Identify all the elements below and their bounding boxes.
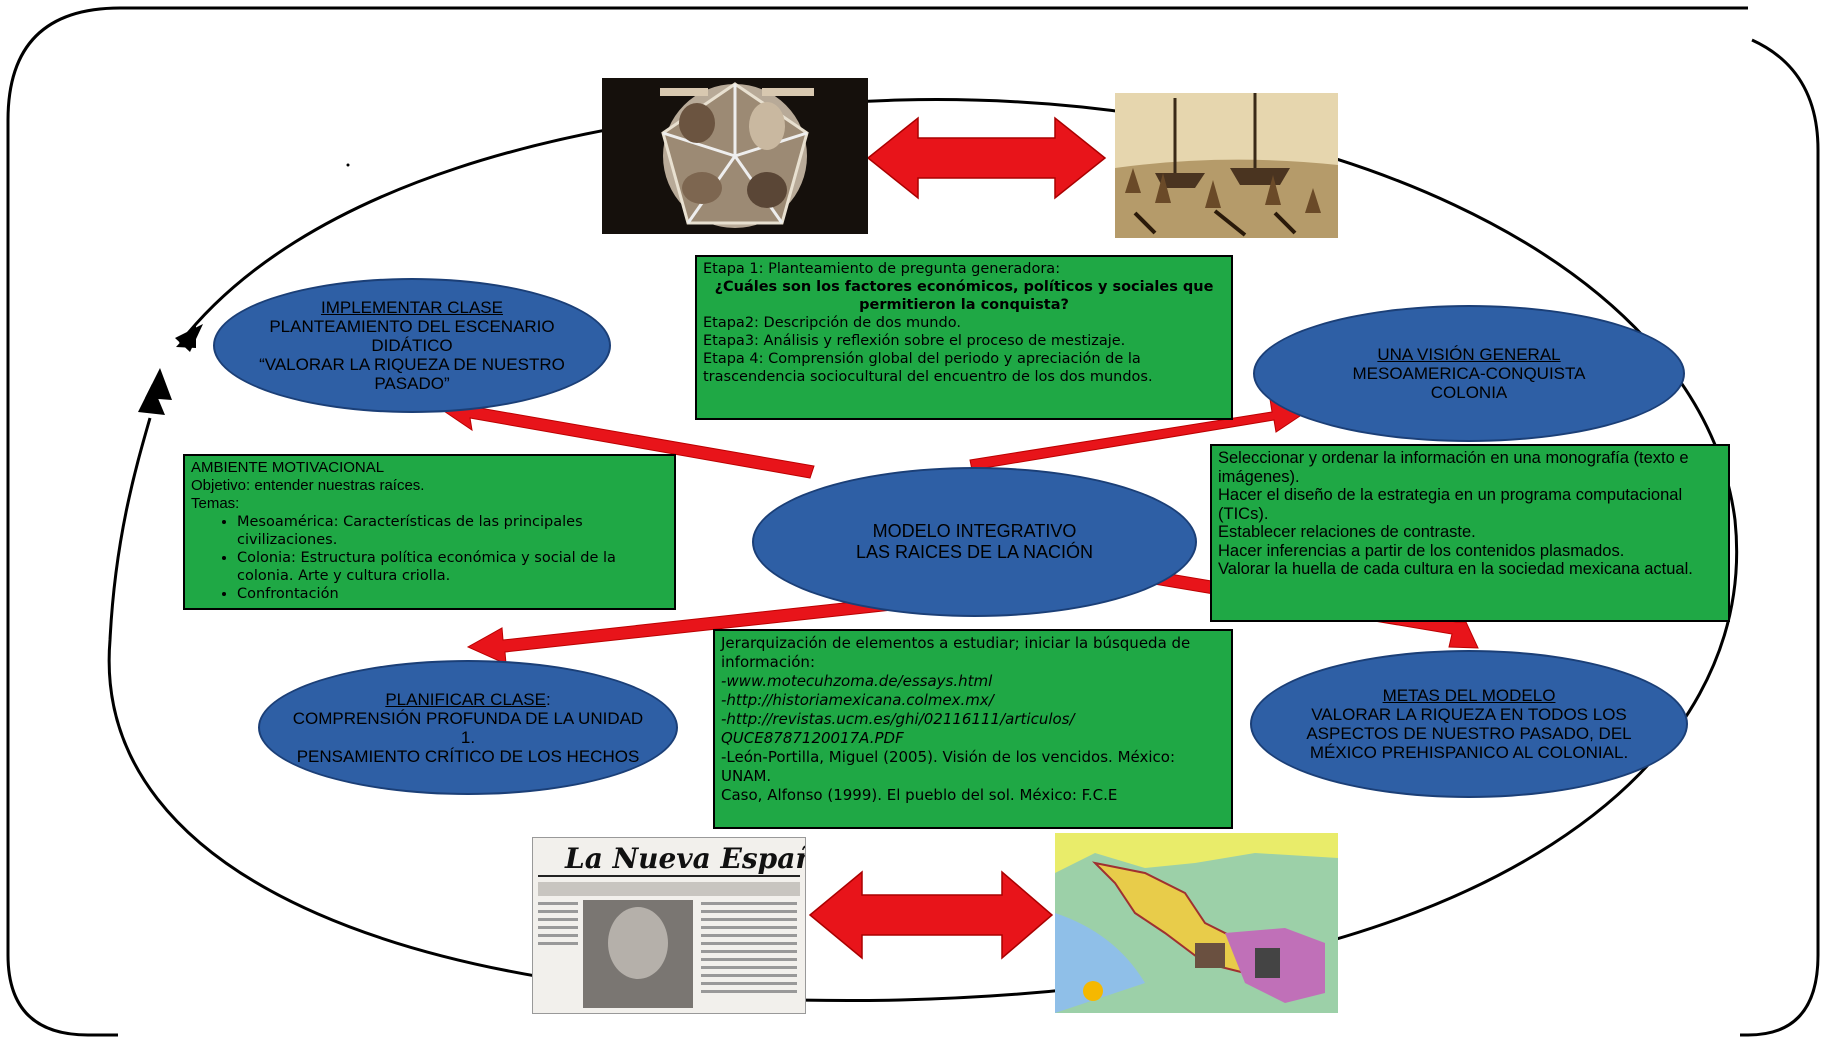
source-reference: -León-Portilla, Miguel (2005). Visión de… [721, 748, 1175, 785]
planificar-title-suffix: : [545, 689, 551, 709]
implementar-line1: PLANTEAMIENTO DEL ESCENARIO DIDÁTICO [269, 317, 555, 355]
vision-title: UNA VISIÓN GENERAL [1377, 345, 1561, 364]
modelo-integrativo-center-node: MODELO INTEGRATIVO LAS RAICES DE LA NACI… [752, 467, 1197, 617]
arrow-to-vision [969, 398, 1305, 471]
vision-line1: MESOAMERICA-CONQUISTA [1352, 364, 1586, 383]
seleccionar-line2: Hacer el diseño de la estrategia en un p… [1218, 486, 1683, 523]
vision-general-node: UNA VISIÓN GENERAL MESOAMERICA-CONQUISTA… [1253, 305, 1685, 442]
temas-list: Mesoamérica: Características de las prin… [191, 513, 668, 603]
source-link: -http://revistas.ucm.es/ghi/02116111/art… [721, 710, 1075, 747]
center-line2: LAS RAICES DE LA NACIÓN [855, 542, 1094, 562]
etapa-3: Etapa3: Análisis y reflexión sobre el pr… [703, 333, 1126, 349]
seleccionar-line1: Seleccionar y ordenar la información en … [1218, 449, 1689, 486]
seleccionar-line4: Hacer inferencias a partir de los conten… [1218, 541, 1625, 560]
metas-line1: VALORAR LA RIQUEZA EN TODOS LOS ASPECTOS… [1306, 705, 1632, 762]
mesoamerica-collage-image [602, 78, 868, 234]
outer-frame [6, 6, 1820, 1037]
pregunta-generadora: ¿Cuáles son los factores económicos, pol… [714, 279, 1214, 313]
etapa-1: Etapa 1: Planteamiento de pregunta gener… [703, 261, 1061, 277]
jerarquizacion-line1: Jerarquización de elementos a estudiar; … [721, 634, 1191, 671]
source-link: -http://historiamexicana.colmex.mx/ [721, 691, 994, 709]
source-link: -www.motecuhzoma.de/essays.html [721, 672, 993, 690]
colonial-map-image [1055, 833, 1338, 1013]
double-arrow-top [866, 116, 1107, 200]
planificar-clase-node: PLANIFICAR CLASE: COMPRENSIÓN PROFUNDA D… [258, 660, 678, 795]
ambiente-objetivo: Objetivo: entender nuestras raíces. [191, 477, 425, 494]
center-line1: MODELO INTEGRATIVO [872, 521, 1077, 541]
planificar-line2: PENSAMIENTO CRÍTICO DE LOS HECHOS [296, 746, 640, 766]
source-reference: Caso, Alfonso (1999). El pueblo del sol.… [721, 786, 1118, 804]
tema-item: Mesoamérica: Características de las prin… [237, 513, 668, 549]
double-arrow-bottom [808, 870, 1054, 960]
seleccionar-box: Seleccionar y ordenar la información en … [1210, 444, 1730, 622]
etapa-4: Etapa 4: Comprensión global del periodo … [703, 351, 1153, 385]
seleccionar-line5: Valorar la huella de cada cultura en la … [1218, 560, 1693, 578]
ambiente-title: AMBIENTE MOTIVACIONAL [191, 459, 385, 476]
seleccionar-line3: Establecer relaciones de contraste. [1218, 523, 1476, 541]
implementar-clase-node: IMPLEMENTAR CLASE PLANTEAMIENTO DEL ESCE… [213, 278, 611, 413]
planificar-title: PLANIFICAR CLASE [385, 689, 546, 709]
conquest-ships-image [1115, 93, 1338, 238]
implementar-line2: “VALORAR LA RIQUEZA DE NUESTRO PASADO” [259, 355, 565, 393]
newspaper-masthead: La Nueva España [564, 842, 805, 875]
planificar-line1: COMPRENSIÓN PROFUNDA DE LA UNIDAD 1. [292, 708, 644, 747]
jerarquizacion-box: Jerarquización de elementos a estudiar; … [713, 629, 1233, 829]
stray-dot [346, 163, 350, 167]
etapa-2: Etapa2: Descripción de dos mundo. [703, 315, 961, 331]
tema-item: Colonia: Estructura política económica y… [237, 549, 668, 585]
ambiente-temas: Temas: [191, 495, 240, 512]
tema-item: Confrontación [237, 585, 668, 603]
ambiente-motivacional-box: AMBIENTE MOTIVACIONAL Objetivo: entender… [183, 454, 676, 610]
vision-line2: COLONIA [1430, 383, 1508, 402]
implementar-title: IMPLEMENTAR CLASE [320, 298, 503, 317]
cycle-arrowhead-left-1 [175, 324, 203, 352]
metas-modelo-node: METAS DEL MODELO VALORAR LA RIQUEZA EN T… [1250, 650, 1688, 798]
newspaper-image: La Nueva España [532, 837, 806, 1014]
metas-title: METAS DEL MODELO [1382, 686, 1556, 705]
etapas-box: Etapa 1: Planteamiento de pregunta gener… [695, 255, 1233, 420]
cycle-arrowhead-left-3 [138, 384, 165, 415]
